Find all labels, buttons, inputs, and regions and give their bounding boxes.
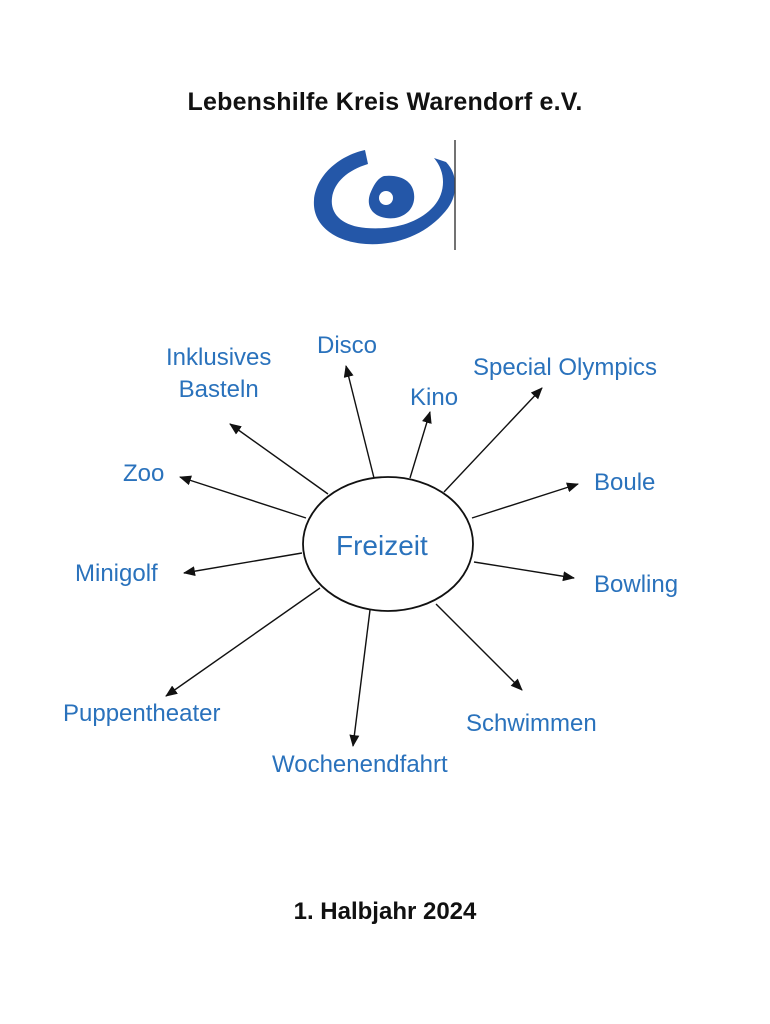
arrow-puppentheater [165, 587, 321, 697]
activity-boule: Boule [594, 469, 656, 496]
arrow-zoo [179, 475, 307, 519]
activity-zoo: Zoo [123, 460, 165, 487]
arrow-wochenendfahrt [349, 609, 371, 747]
activity-wochenendfahrt: Wochenendfahrt [272, 751, 448, 778]
activity-special-olympics: Special Olympics [473, 354, 658, 381]
arrow-minigolf [183, 552, 303, 577]
arrow-kino [409, 411, 432, 479]
activity-schwimmen: Schwimmen [466, 710, 597, 737]
lebenshilfe-logo-icon [300, 138, 470, 252]
activity-disco: Disco [317, 332, 378, 359]
arrow-boule [471, 482, 579, 519]
activity-inklusives-basteln-line1: Inklusives [166, 344, 272, 371]
arrow-inklusives-basteln [229, 423, 329, 495]
center-ellipse [302, 476, 474, 612]
arrow-special-olympics [443, 387, 543, 493]
activity-inklusives-basteln: Inklusives Basteln [166, 342, 271, 406]
center-label: Freizeit [336, 530, 428, 561]
diagram-lines [165, 365, 579, 747]
activity-minigolf: Minigolf [75, 560, 158, 587]
arrow-bowling [473, 561, 575, 582]
activity-bowling: Bowling [594, 571, 679, 598]
page-title: Lebenshilfe Kreis Warendorf e.V. [187, 88, 583, 116]
arrow-disco [343, 365, 375, 479]
activity-puppentheater: Puppentheater [63, 700, 221, 727]
activity-kino: Kino [410, 384, 459, 411]
period-label: 1. Halbjahr 2024 [293, 898, 477, 925]
logo-graphic [313, 140, 456, 250]
activity-inklusives-basteln-line2: Basteln [178, 376, 259, 403]
freizeit-diagram: Freizeit Disco Inklusives Basteln Kino S… [0, 300, 770, 800]
arrow-schwimmen [435, 603, 523, 691]
